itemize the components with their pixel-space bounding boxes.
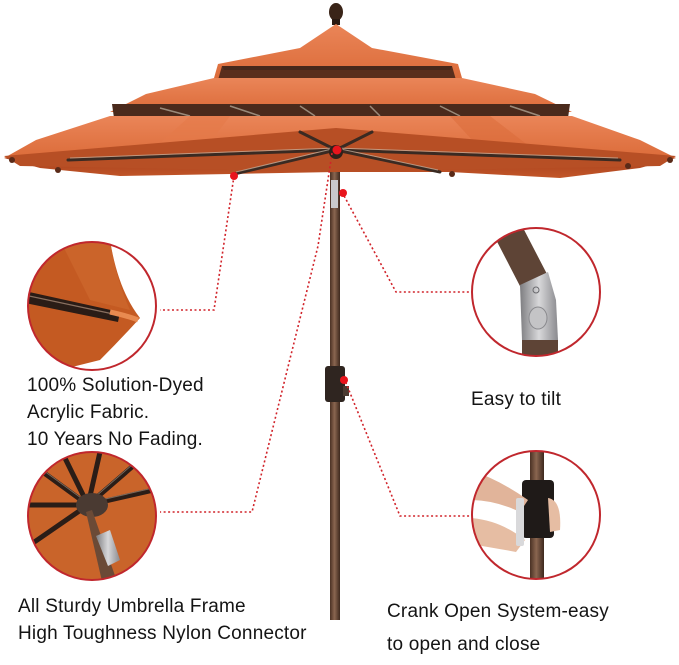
fabric-line-3: 10 Years No Fading.	[27, 429, 203, 450]
frame-line-2: High Toughness Nylon Connector	[18, 623, 307, 644]
crank-line-1: Crank Open System-easy	[387, 601, 609, 622]
callout-leader-lines	[160, 152, 470, 517]
fabric-line-1: 100% Solution-Dyed	[27, 375, 204, 396]
tilt-feature-label: Easy to tilt	[471, 386, 561, 413]
canopy-fabric-closeup-icon	[27, 241, 157, 371]
fabric-line-2: Acrylic Fabric.	[27, 402, 150, 423]
frame-feature-label: All Sturdy Umbrella Frame High Toughness…	[18, 593, 307, 647]
fabric-feature-label: 100% Solution-Dyed Acrylic Fabric. 10 Ye…	[27, 372, 204, 453]
tilt-line-1: Easy to tilt	[471, 389, 562, 410]
crank-feature-label: Crank Open System-easy to open and close	[387, 596, 609, 660]
tilt-joint-closeup-icon	[471, 227, 601, 357]
frame-connector-closeup-icon	[27, 451, 157, 581]
frame-line-1: All Sturdy Umbrella Frame	[18, 596, 246, 617]
crank-handle-closeup-icon	[471, 450, 601, 580]
callout-anchor-dots	[230, 145, 348, 384]
crank-line-2: to open and close	[387, 634, 541, 655]
umbrella-pole	[325, 160, 349, 620]
